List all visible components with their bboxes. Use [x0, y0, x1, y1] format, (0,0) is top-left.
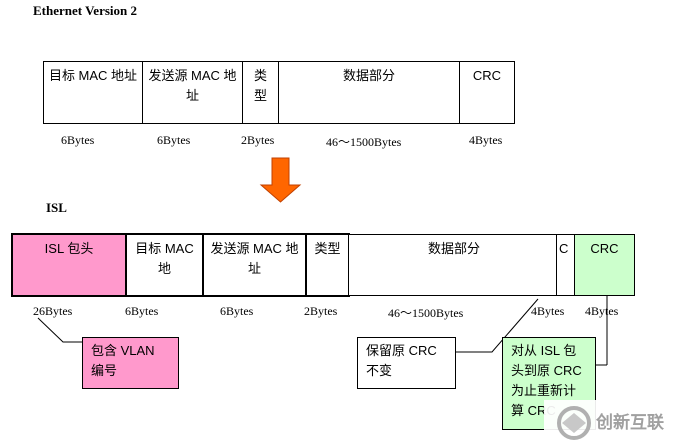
isl-size-src-mac: 6Bytes [220, 304, 254, 318]
isl-size-type: 2Bytes [304, 304, 338, 318]
eth-field-dest-mac: 目标 MAC 地址 [43, 61, 143, 124]
eth-size-src-mac: 6Bytes [157, 133, 191, 147]
eth-size-crc: 4Bytes [469, 133, 503, 147]
eth-field-type: 类型 [242, 61, 279, 124]
eth-field-crc: CRC [459, 61, 515, 124]
isl-field-src-mac: 发送源 MAC 地址 [202, 233, 307, 297]
isl-field-old-crc: C [556, 234, 575, 296]
eth-field-data: 数据部分 [278, 61, 460, 124]
isl-size-header: 26Bytes [33, 304, 73, 318]
isl-field-type: 类型 [305, 233, 350, 297]
eth-size-data: 46～1500Bytes [326, 135, 402, 149]
callout-line-vlan [37, 317, 82, 343]
watermark: 创新互联 [544, 400, 690, 447]
isl-field-new-crc: CRC [574, 234, 635, 296]
isl-title: ISL [46, 200, 67, 215]
down-arrow-icon [259, 157, 302, 203]
watermark-logo-icon [557, 406, 591, 440]
note-keep-crc: 保留原 CRC 不变 [357, 337, 456, 389]
isl-size-new-crc: 4Bytes [585, 304, 619, 318]
ethernet-title: Ethernet Version 2 [33, 3, 137, 18]
isl-field-data: 数据部分 [348, 234, 560, 296]
eth-field-src-mac: 发送源 MAC 地址 [142, 61, 243, 124]
eth-size-dest-mac: 6Bytes [61, 133, 95, 147]
isl-size-dest-mac: 6Bytes [125, 304, 159, 318]
isl-size-old-crc: 4Bytes [531, 304, 565, 318]
note-vlan: 包含 VLAN 编号 [82, 337, 179, 389]
eth-size-type: 2Bytes [241, 133, 275, 147]
watermark-text: 创新互联 [596, 413, 664, 433]
isl-field-header: ISL 包头 [11, 233, 127, 297]
isl-size-data: 46～1500Bytes [388, 306, 464, 320]
isl-field-dest-mac: 目标 MAC 地 [125, 233, 204, 297]
